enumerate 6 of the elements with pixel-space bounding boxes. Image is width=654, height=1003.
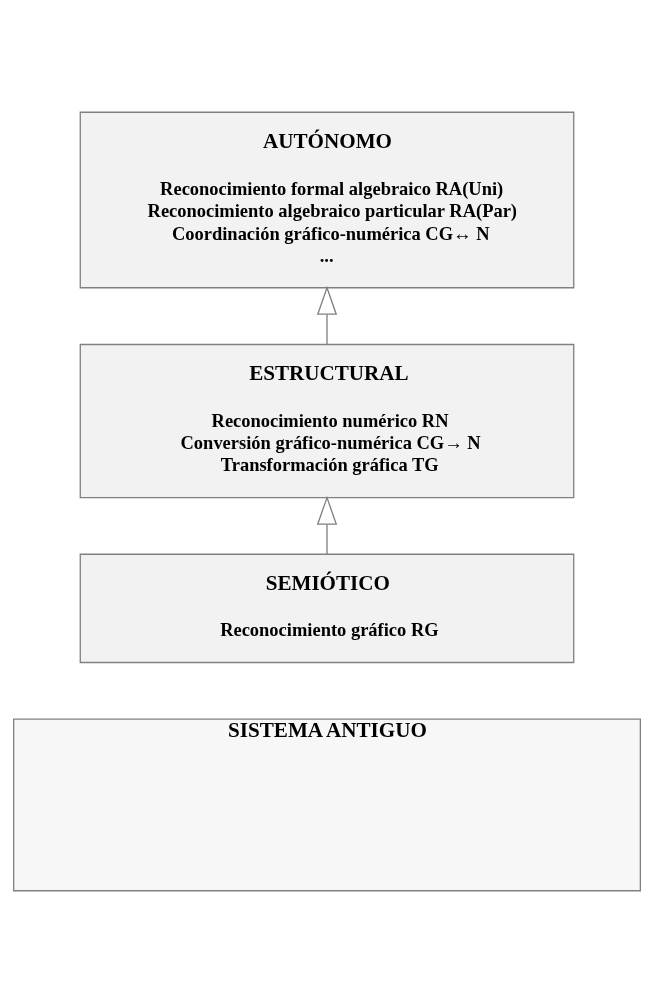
arrow <box>316 285 338 345</box>
node-box: AUTÓNOMO Reconocimiento formal algebraico RA(Uni) Reconocimiento algebraico particular RA(Par) Coordinación gráfico-numérica CG↔ N ... <box>79 111 575 289</box>
node-box: SEMIÓTICO Reconocimiento gráfico RG <box>79 553 575 664</box>
node-box: ESTRUCTURAL Reconocimiento numérico RN Conversión gráfico-numérica CG→ N Transformación gráfica TG <box>79 343 575 499</box>
arrow <box>316 495 338 555</box>
node-box: SISTEMA ANTIGUO <box>13 718 641 892</box>
